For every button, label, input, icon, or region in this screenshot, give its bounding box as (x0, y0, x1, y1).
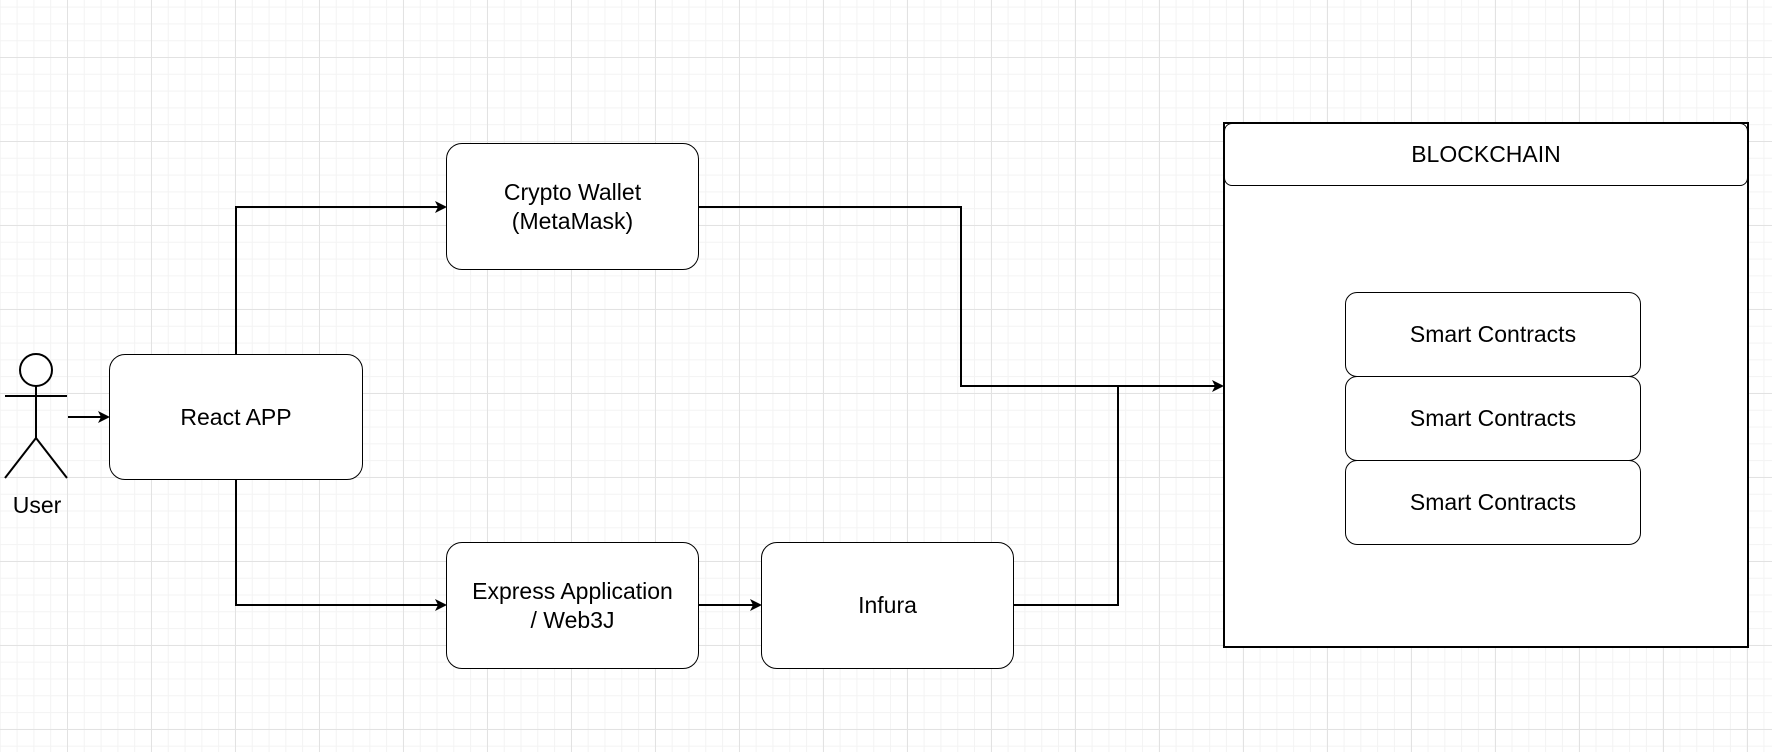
blockchain-title: BLOCKCHAIN (1224, 123, 1748, 186)
crypto-wallet-node[interactable]: Crypto Wallet (MetaMask) (446, 143, 699, 270)
express-app-label-line1: Express Application (472, 577, 673, 604)
user-actor-label: User (12, 492, 62, 518)
smart-contract-label: Smart Contracts (1409, 489, 1577, 515)
smart-contract-node-1[interactable]: Smart Contracts (1345, 292, 1641, 377)
infura-node[interactable]: Infura (761, 542, 1014, 669)
edge-react-to-express (235, 480, 447, 611)
smart-contract-node-3[interactable]: Smart Contracts (1345, 460, 1641, 545)
react-app-label: React APP (180, 403, 292, 430)
edge-infura-to-blockchain (1014, 385, 1222, 606)
edge-react-to-wallet (235, 201, 447, 354)
express-app-label-line2: / Web3J (530, 606, 615, 633)
edge-wallet-to-blockchain (699, 206, 1224, 392)
react-app-node[interactable]: React APP (109, 354, 363, 480)
blockchain-container[interactable]: BLOCKCHAIN Smart Contracts Smart Contrac… (1223, 122, 1749, 648)
smart-contract-node-2[interactable]: Smart Contracts (1345, 376, 1641, 461)
user-actor-icon (4, 353, 68, 479)
infura-label: Infura (858, 592, 917, 618)
express-app-node[interactable]: Express Application / Web3J (446, 542, 699, 669)
crypto-wallet-label-line1: Crypto Wallet (503, 178, 642, 205)
crypto-wallet-label-line2: (MetaMask) (511, 207, 634, 234)
smart-contract-label: Smart Contracts (1409, 321, 1577, 347)
smart-contract-label: Smart Contracts (1409, 405, 1577, 431)
